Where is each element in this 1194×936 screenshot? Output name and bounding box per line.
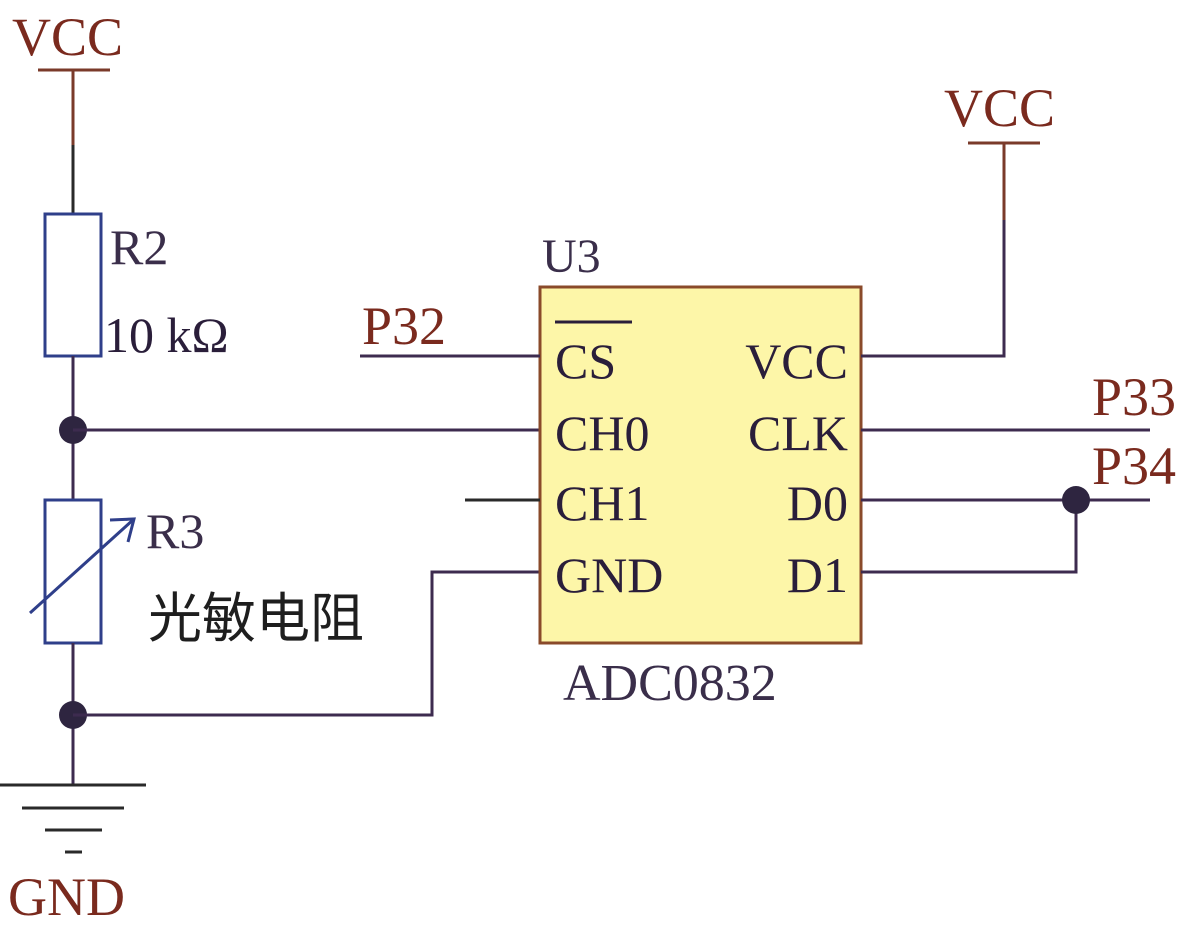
resistor-r2-ref: R2 [110, 219, 168, 275]
resistor-r3-ref: R3 [146, 503, 204, 559]
net-label-p34: P34 [1092, 436, 1176, 496]
pin-label-ch1: CH1 [555, 475, 649, 531]
variable-arrow-icon [28, 517, 136, 615]
net-label-p32: P32 [362, 296, 446, 356]
resistor-r3-value: 光敏电阻 [148, 587, 364, 650]
pin-label-d0: D0 [787, 475, 848, 531]
pin-label-clk: CLK [748, 405, 848, 461]
wire-vcc-to-chip-vcc [861, 220, 1006, 358]
right-vcc-label: VCC [944, 78, 1055, 138]
chip-part-number: ADC0832 [563, 655, 777, 712]
junction-data-node [1062, 486, 1090, 514]
resistor-r3-body [43, 498, 103, 645]
wire-d1-to-d0 [861, 500, 1078, 574]
resistor-r2-body [43, 212, 103, 358]
ground-label: GND [8, 867, 125, 927]
right-vcc-symbol [968, 141, 1040, 220]
resistor-r2-value: 10 kΩ [104, 307, 229, 363]
wire-gnd-to-chip-gnd [73, 570, 540, 717]
pin-label-cs: CS [555, 333, 616, 389]
left-vcc-symbol [38, 68, 110, 145]
pin-label-gnd: GND [555, 547, 663, 603]
pin-label-d1: D1 [787, 547, 848, 603]
chip-ref: U3 [542, 230, 601, 283]
pin-label-vcc: VCC [745, 333, 848, 389]
pin-label-ch0: CH0 [555, 405, 649, 461]
net-label-p33: P33 [1092, 367, 1176, 427]
ground-icon [0, 783, 146, 854]
chip-body [538, 285, 863, 645]
left-vcc-label: VCC [12, 7, 123, 67]
